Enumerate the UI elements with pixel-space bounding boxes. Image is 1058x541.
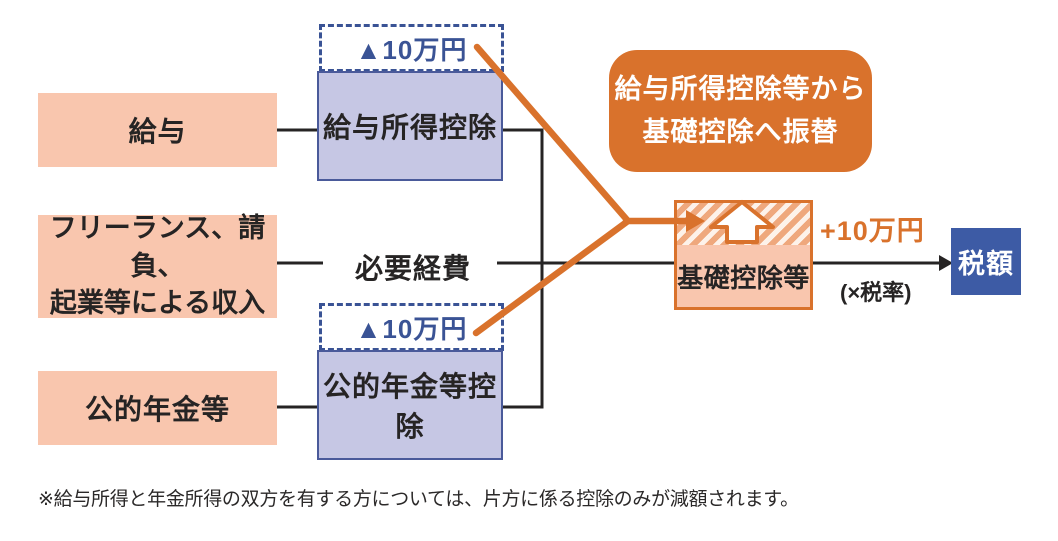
plus-amount-label: +10万円 bbox=[820, 216, 925, 246]
footnote: ※給与所得と年金所得の双方を有する方については、片方に係る控除のみが減額されます… bbox=[38, 489, 799, 510]
tax-rate-label: (×税率) bbox=[840, 280, 912, 305]
box-tax-amount: 税額 bbox=[951, 228, 1021, 295]
badge-pension-reduction: ▲10万円 bbox=[319, 303, 504, 351]
callout-transfer-line2: 基礎控除へ振替 bbox=[642, 117, 839, 147]
box-pension-deduction: 公的年金等控除 bbox=[317, 350, 503, 460]
box-salary-deduction-label: 給与所得控除 bbox=[322, 112, 497, 143]
box-pension: 公的年金等 bbox=[38, 371, 277, 445]
box-salary: 給与 bbox=[38, 93, 277, 167]
badge-salary-reduction: ▲10万円 bbox=[319, 24, 504, 72]
badge-salary-reduction-label: ▲10万円 bbox=[355, 34, 468, 65]
box-freelance-label-line1: フリーランス、請負、 bbox=[49, 212, 266, 281]
expenses-label: 必要経費 bbox=[354, 253, 471, 284]
box-salary-label: 給与 bbox=[128, 116, 187, 147]
callout-transfer: 給与所得控除等から 基礎控除へ振替 bbox=[609, 50, 872, 172]
box-freelance-label-line2: 起業等による収入 bbox=[49, 288, 266, 319]
box-salary-deduction: 給与所得控除 bbox=[317, 71, 503, 181]
box-pension-label: 公的年金等 bbox=[84, 394, 230, 425]
up-arrow-icon bbox=[709, 200, 775, 244]
tax-arrowhead-icon bbox=[939, 255, 953, 271]
box-freelance-income: フリーランス、請負、 起業等による収入 bbox=[38, 213, 277, 318]
box-tax-amount-label: 税額 bbox=[958, 249, 1014, 279]
callout-transfer-line1: 給与所得控除等から bbox=[614, 73, 867, 104]
box-basic-deduction-label: 基礎控除等 bbox=[677, 262, 810, 293]
box-pension-deduction-label: 公的年金等控除 bbox=[322, 371, 497, 442]
badge-pension-reduction-label: ▲10万円 bbox=[355, 313, 468, 344]
transfer-arrowhead-icon bbox=[686, 210, 705, 232]
